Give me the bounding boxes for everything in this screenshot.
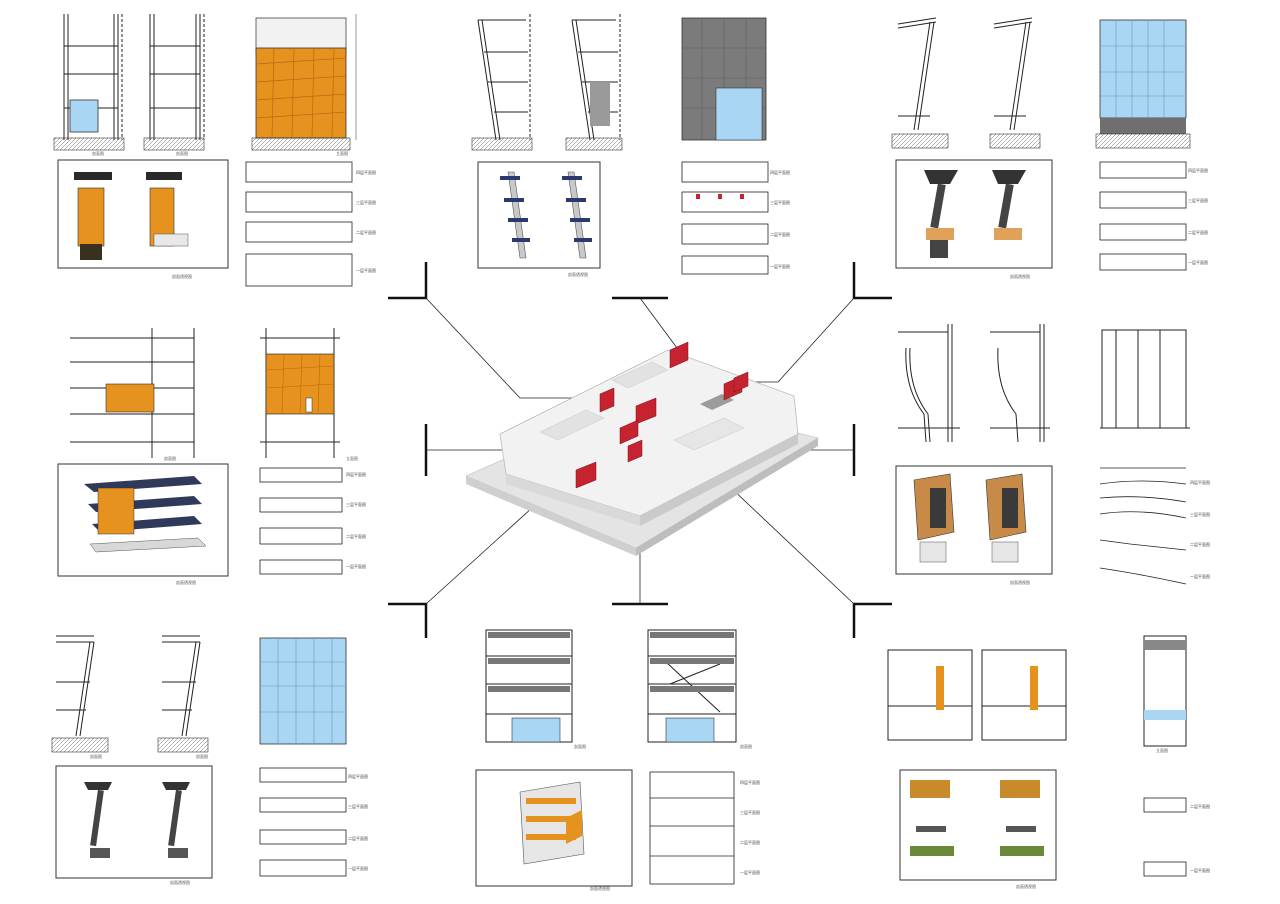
plan-label-3f: 三层平面图 xyxy=(1190,512,1210,517)
caption-elevation: 立面图 xyxy=(336,151,348,156)
plan-label-2f: 二层平面图 xyxy=(770,232,790,237)
caption-perspective: 剖面透视图 xyxy=(1010,580,1030,585)
caption-perspective: 剖面透视图 xyxy=(1016,884,1036,889)
module-bottom-center-drawings xyxy=(475,629,737,887)
plan-label-2f: 二层平面图 xyxy=(356,230,376,235)
module-middle-left-drawings xyxy=(57,328,343,577)
module-bottom-center: 剖面图 剖面图 剖面透视图 四层平面图 三层平面图 二层平面图 一层平面图 xyxy=(470,622,810,896)
plan-label-3f: 三层平面图 xyxy=(356,200,376,205)
plan-label-1f: 一层平面图 xyxy=(1190,868,1210,873)
plan-label-1f: 一层平面图 xyxy=(1188,260,1208,265)
plan-label-2f: 二层平面图 xyxy=(348,836,368,841)
module-top-right: 剖面透视图 四层平面图 三层平面图 二层平面图 一层平面图 xyxy=(890,12,1230,292)
plan-label-4f: 四层平面图 xyxy=(348,774,368,779)
plan-label-1f: 一层平面图 xyxy=(740,870,760,875)
plan-label-2f: 二层平面图 xyxy=(1190,804,1210,809)
plan-label-3f: 三层平面图 xyxy=(348,804,368,809)
plan-label-1f: 一层平面图 xyxy=(770,264,790,269)
caption-perspective: 剖面透视图 xyxy=(1010,274,1030,279)
plan-label-4f: 四层平面图 xyxy=(740,780,760,785)
caption-section: 剖面图 xyxy=(164,456,176,461)
module-middle-left: 剖面图 立面图 剖面透视图 四层平面图 三层平面图 二层平面图 一层平面图 xyxy=(34,318,384,588)
plan-label-2f: 二层平面图 xyxy=(346,534,366,539)
plan-label-1f: 一层平面图 xyxy=(346,564,366,569)
plan-label-3f: 三层平面图 xyxy=(740,810,760,815)
module-top-center: 剖面透视图 四层平面图 三层平面图 二层平面图 一层平面图 xyxy=(470,12,810,282)
plan-label-3f: 三层平面图 xyxy=(1188,198,1208,203)
caption-perspective: 剖面透视图 xyxy=(172,274,192,279)
caption-elevation: 立面图 xyxy=(346,456,358,461)
module-top-right-drawings xyxy=(891,17,1191,271)
module-middle-right: 剖面透视图 四层平面图 三层平面图 二层平面图 一层平面图 xyxy=(890,318,1230,598)
caption-section: 剖面图 xyxy=(90,754,102,759)
plan-label-1f: 一层平面图 xyxy=(348,866,368,871)
plan-label-3f: 三层平面图 xyxy=(346,502,366,507)
caption-section: 剖面图 xyxy=(574,744,586,749)
module-bottom-right: 立面图 剖面透视图 二层平面图 一层平面图 xyxy=(880,622,1230,894)
module-bottom-right-drawings xyxy=(887,635,1187,881)
plan-label-1f: 一层平面图 xyxy=(356,268,376,273)
plan-label-2f: 二层平面图 xyxy=(1188,230,1208,235)
plan-label-2f: 二层平面图 xyxy=(740,840,760,845)
caption-section: 剖面图 xyxy=(740,744,752,749)
module-top-left-drawings xyxy=(53,14,357,287)
caption-perspective: 剖面透视图 xyxy=(568,272,588,277)
plan-label-4f: 四层平面图 xyxy=(770,170,790,175)
plan-label-4f: 四层平面图 xyxy=(346,472,366,477)
plan-label-4f: 四层平面图 xyxy=(1188,168,1208,173)
plan-label-1f: 一层平面图 xyxy=(1190,574,1210,579)
caption-section: 剖面图 xyxy=(196,754,208,759)
model-red-modules xyxy=(575,341,749,489)
plan-label-4f: 四层平面图 xyxy=(356,170,376,175)
caption-elevation: 立面图 xyxy=(1156,748,1168,753)
caption-perspective: 剖面透视图 xyxy=(176,580,196,585)
module-bottom-left-drawings xyxy=(51,635,347,879)
caption-perspective: 剖面透视图 xyxy=(590,886,610,891)
plan-label-3f: 三层平面图 xyxy=(770,200,790,205)
module-top-left: 剖面图 剖面图 立面图 剖面透视图 四层平面图 三层平面图 二层平面图 一层平面… xyxy=(50,12,390,302)
plan-label-4f: 四层平面图 xyxy=(1190,480,1210,485)
caption-section: 剖面图 xyxy=(176,151,188,156)
caption-perspective: 剖面透视图 xyxy=(170,880,190,885)
module-top-center-drawings xyxy=(471,14,769,275)
plan-label-2f: 二层平面图 xyxy=(1190,542,1210,547)
caption-section: 剖面图 xyxy=(92,151,104,156)
module-bottom-left: 剖面图 剖面图 剖面透视图 四层平面图 三层平面图 二层平面图 一层平面图 xyxy=(50,622,390,894)
module-middle-right-drawings xyxy=(895,324,1190,585)
